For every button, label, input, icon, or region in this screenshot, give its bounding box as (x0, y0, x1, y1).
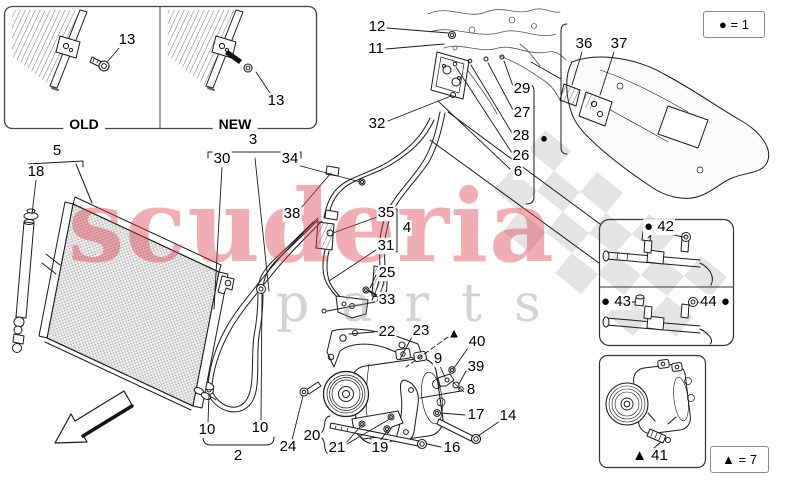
callout-16: 16 (442, 439, 462, 457)
callout-24: 24 (278, 438, 298, 456)
callout-10: 10 (250, 419, 270, 437)
callout-11: 11 (367, 40, 385, 58)
callout-13: 13 (266, 92, 286, 110)
bulkhead-connector (430, 31, 505, 100)
new-version-label: NEW (212, 117, 258, 131)
compressor-assembly (299, 328, 482, 450)
callout-43: ● 43 (600, 293, 632, 311)
direction-arrow (54, 390, 134, 444)
callout-44: 44 ● (699, 293, 731, 311)
callout-13: 13 (117, 31, 137, 49)
callout-2: 2 (232, 447, 244, 465)
callout-41: ▲ 41 (631, 447, 669, 465)
callout-10: 10 (197, 421, 217, 439)
legend-dot-text: ● = 1 (719, 17, 749, 32)
callout-34: 34 (280, 150, 300, 168)
callout-19: 19 (370, 439, 390, 457)
callout-17: 17 (466, 406, 486, 424)
callout-6: 6 (512, 163, 524, 181)
callout-30: 30 (212, 150, 232, 168)
callout-5: 5 (51, 142, 63, 160)
callout-28: 28 (511, 127, 531, 145)
callout-32: 32 (367, 115, 387, 133)
engine-backdrop (427, 8, 567, 115)
callout-20: 20 (302, 427, 322, 445)
callout-27: 27 (512, 104, 532, 122)
triangle-quantity-marker: ▲ (447, 325, 461, 341)
body-panel-36-37 (559, 56, 770, 199)
callout-18: 18 (26, 163, 46, 181)
callout-26: 26 (511, 147, 531, 165)
callout-21: 21 (327, 439, 347, 457)
callout-12: 12 (367, 18, 387, 36)
callout-37: 37 (609, 35, 629, 53)
callout-39: 39 (466, 358, 486, 376)
receiver-drier (12, 208, 61, 353)
callout-40: 40 (467, 333, 487, 351)
legend-triangle-text: ▲ = 7 (722, 452, 757, 467)
callout-9: 9 (432, 350, 444, 368)
callout-3: 3 (247, 131, 259, 149)
leader-lines (31, 27, 705, 449)
callout-23: 23 (411, 322, 431, 340)
callout-22: 22 (377, 323, 397, 341)
callout-42: ● 42 (643, 218, 675, 236)
old-version-label: OLD (63, 117, 105, 131)
valve-detail-panel (598, 218, 735, 347)
callout-25: 25 (377, 264, 397, 282)
callout-31: 31 (376, 237, 396, 255)
old-new-inset (3, 5, 318, 130)
callout-14: 14 (498, 407, 518, 425)
compressor-detail-panel (598, 354, 707, 469)
callout-35: 35 (376, 204, 396, 222)
condenser (38, 196, 235, 411)
dot-quantity-marker: ● (540, 130, 548, 146)
callout-8: 8 (465, 381, 477, 399)
callout-4: 4 (401, 219, 413, 237)
callout-33: 33 (377, 291, 397, 309)
callout-36: 36 (574, 35, 594, 53)
callout-38: 38 (282, 205, 302, 223)
legend-triangle-quantity: ▲ = 7 (710, 446, 769, 473)
legend-dot-quantity: ● = 1 (703, 11, 765, 38)
callout-29: 29 (512, 80, 532, 98)
